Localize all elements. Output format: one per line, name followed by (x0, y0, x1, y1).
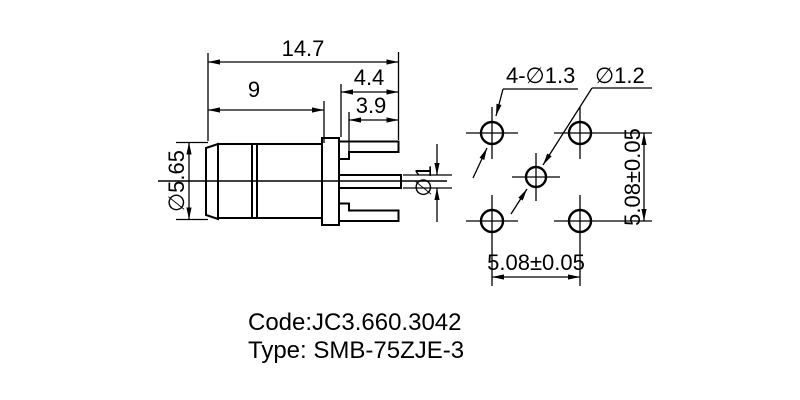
hole-center (524, 165, 548, 189)
leader-line (495, 88, 504, 117)
mounting-holes (479, 120, 593, 234)
callout-center-hole: ∅1.2 (510, 63, 652, 215)
top-leg (338, 140, 400, 160)
dim-body-diameter-label: ∅5.65 (164, 150, 189, 212)
dim-leg-length: 3.9 (348, 93, 399, 153)
side-view: ∅5.65 14.7 9 4.4 3.9 (158, 36, 452, 226)
dim-total-length-label: 14.7 (282, 36, 325, 61)
callout-corner-holes-label: 4-∅1.3 (506, 63, 575, 88)
dim-pin-diameter: ∅1 (403, 144, 452, 222)
dim-body-diameter: ∅5.65 (164, 141, 208, 221)
connector-outline (158, 137, 447, 226)
footprint-view: 4-∅1.3 ∅1.2 5.08±0.05 5.08±0.05 (466, 63, 652, 286)
dim-tab-length-label: 4.4 (354, 65, 385, 90)
title-block: Code:JC3.660.3042 Type: SMB-75ZJE-3 (248, 309, 464, 364)
leader-line (542, 87, 593, 166)
hole-crosshairs (466, 107, 652, 286)
hole-bottom-right (567, 208, 593, 234)
dim-pitch-vertical: 5.08±0.05 (620, 128, 647, 226)
dim-pin-diameter-label: ∅1 (411, 165, 436, 196)
bottom-leg (338, 202, 400, 222)
callout-corner-holes: 4-∅1.3 (472, 63, 578, 179)
part-type: Type: SMB-75ZJE-3 (248, 337, 464, 364)
dim-pitch-horizontal: 5.08±0.05 (487, 250, 585, 280)
callout-center-hole-label: ∅1.2 (595, 63, 645, 88)
hole-top-left (479, 120, 505, 146)
leader-line (472, 147, 488, 179)
dim-tab-length: 4.4 (340, 65, 399, 137)
leader-line (510, 188, 528, 215)
dim-pitch-horizontal-label: 5.08±0.05 (487, 250, 585, 275)
dim-body-length-label: 9 (248, 77, 260, 102)
dim-body-length: 9 (208, 77, 325, 143)
hole-top-right (567, 120, 593, 146)
hole-bottom-left (479, 208, 505, 234)
part-code: Code:JC3.660.3042 (248, 309, 462, 336)
dim-pitch-vertical-label: 5.08±0.05 (620, 128, 645, 226)
dim-leg-length-label: 3.9 (356, 93, 387, 118)
dim-total-length: 14.7 (207, 36, 400, 141)
